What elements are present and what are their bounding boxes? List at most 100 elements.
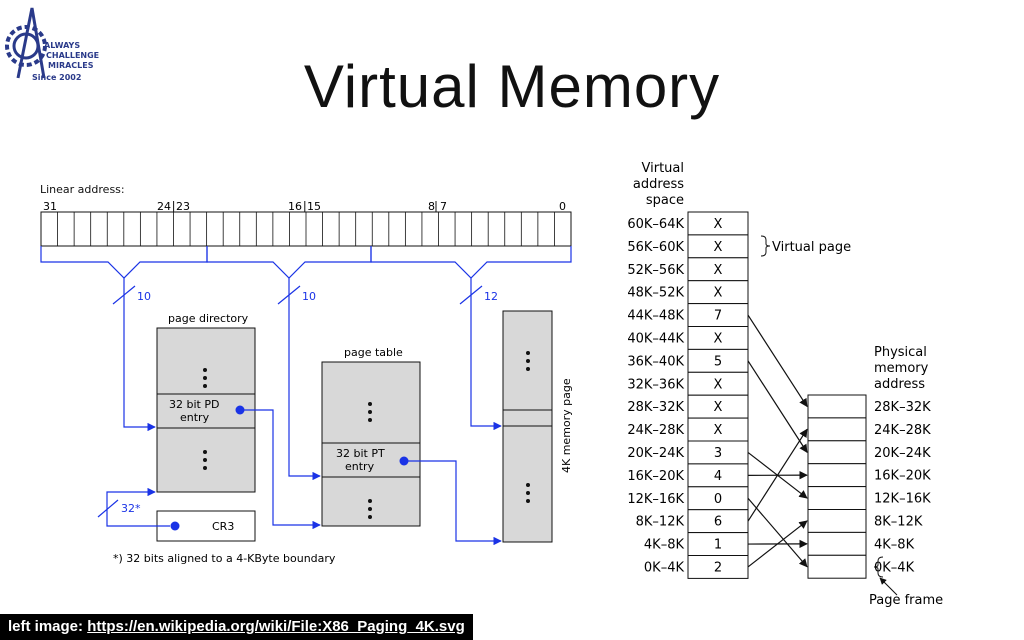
source-link[interactable]: https://en.wikipedia.org/wiki/File:X86_P… bbox=[87, 618, 465, 635]
physical-range-label: 16K–20K bbox=[874, 469, 931, 484]
ellipsis-icon bbox=[203, 368, 207, 470]
virtual-range-label: 60K–64K bbox=[627, 217, 684, 232]
pd-entry-line-1: 32 bit PD bbox=[169, 398, 219, 411]
footnote: *) 32 bits aligned to a 4-KByte boundary bbox=[113, 552, 336, 565]
source-caption: left image: https://en.wikipedia.org/wik… bbox=[0, 614, 473, 640]
bit-label-24: 24 bbox=[157, 200, 171, 213]
physical-frame-cell bbox=[807, 394, 867, 419]
virtual-page-value: 0 bbox=[714, 492, 722, 507]
virtual-page-value: X bbox=[714, 332, 723, 347]
cr3-pointer-dot bbox=[170, 521, 180, 531]
bit-label-0: 0 bbox=[559, 200, 566, 213]
virtual-range-label: 36K–40K bbox=[627, 354, 684, 369]
virtual-page-value: X bbox=[714, 400, 723, 415]
physical-frame-table: 28K–32K24K–28K20K–24K16K–20K12K–16K8K–12… bbox=[807, 394, 931, 579]
virtual-range-label: 0K–4K bbox=[644, 561, 685, 576]
physical-range-label: 8K–12K bbox=[874, 515, 923, 530]
virtual-page-value: 3 bbox=[714, 446, 722, 461]
logo-line-4: Since 2002 bbox=[32, 73, 81, 82]
source-caption-prefix: left image: bbox=[8, 618, 88, 635]
pd-entry-line-2: entry bbox=[180, 411, 210, 424]
ellipsis-icon bbox=[368, 402, 372, 519]
physical-range-label: 0K–4K bbox=[874, 560, 915, 575]
x86-paging-diagram: Linear address: 31 24 23 16 15 8 7 0 10 … bbox=[40, 183, 573, 565]
physical-frame-cell bbox=[807, 531, 867, 556]
table-index-arrow bbox=[288, 278, 321, 481]
logo-line-2: CHALLENGE bbox=[46, 51, 99, 60]
physical-frame-cell bbox=[807, 417, 867, 442]
virtual-range-label: 4K–8K bbox=[644, 538, 685, 553]
page-frame-pointer bbox=[879, 577, 898, 596]
mapping-arrow bbox=[747, 360, 808, 453]
virtual-header-line-1: Virtual bbox=[642, 161, 684, 176]
mapping-arrow bbox=[747, 314, 808, 408]
pt-to-page-arrow bbox=[404, 460, 502, 546]
logo-mark bbox=[16, 7, 46, 79]
physical-range-label: 4K–8K bbox=[874, 537, 915, 552]
ellipsis-icon bbox=[526, 351, 530, 503]
bit-label-15: 15 bbox=[307, 200, 321, 213]
mapping-arrow bbox=[747, 497, 808, 568]
pd-to-pt-arrow bbox=[240, 409, 321, 530]
virtual-page-label: Virtual page bbox=[772, 240, 851, 255]
bit-label-16: 16 bbox=[288, 200, 302, 213]
offset-width-label: 12 bbox=[484, 290, 498, 303]
directory-width-label: 10 bbox=[137, 290, 151, 303]
bit-label-8: 8 bbox=[428, 200, 435, 213]
directory-index-arrow bbox=[123, 278, 156, 432]
virtual-page-value: X bbox=[714, 423, 723, 438]
pt-entry bbox=[321, 442, 421, 478]
physical-header-line-2: memory bbox=[874, 361, 929, 376]
physical-header-line-3: address bbox=[874, 377, 925, 392]
pt-entry-line-2: entry bbox=[345, 460, 375, 473]
mapping-arrow bbox=[747, 520, 808, 568]
virtual-range-label: 20K–24K bbox=[627, 446, 684, 461]
physical-frame-cell bbox=[807, 463, 867, 488]
physical-range-label: 20K–24K bbox=[874, 446, 931, 461]
pd-pointer-dot bbox=[235, 405, 245, 415]
physical-range-label: 28K–32K bbox=[874, 400, 931, 415]
physical-range-label: 12K–16K bbox=[874, 492, 931, 507]
offset-arrow bbox=[470, 278, 502, 431]
logo-line-1: ALWAYS bbox=[44, 41, 80, 50]
bit-brace-directory bbox=[40, 246, 208, 279]
table-width-label: 10 bbox=[302, 290, 316, 303]
page-directory-label: page directory bbox=[168, 312, 249, 325]
page-frame-label: Page frame bbox=[869, 593, 943, 608]
virtual-range-label: 12K–16K bbox=[627, 492, 684, 507]
virtual-page-value: X bbox=[714, 286, 723, 301]
physical-frame-cell bbox=[807, 486, 867, 511]
virtual-page-table: 60K–64K X 56K–60K X 52K–56K X 48K–52K X 44K–48K 7… bbox=[627, 211, 749, 579]
virtual-page-brace bbox=[760, 235, 771, 257]
virtual-range-label: 56K–60K bbox=[627, 240, 684, 255]
bit-label-7: 7 bbox=[440, 200, 447, 213]
virtual-page-value: X bbox=[714, 377, 723, 392]
bit-brace-offset bbox=[370, 246, 572, 279]
page-table-label: page table bbox=[344, 346, 403, 359]
mapping-arrows bbox=[747, 314, 808, 568]
virtual-page-value: 2 bbox=[714, 561, 722, 576]
bit-brace-table bbox=[206, 246, 372, 279]
virtual-range-label: 44K–48K bbox=[627, 309, 684, 324]
virtual-page-value: 5 bbox=[714, 354, 722, 369]
pd-entry bbox=[156, 393, 256, 429]
linear-address-label: Linear address: bbox=[40, 183, 125, 196]
virtual-page-value: 7 bbox=[714, 309, 722, 324]
virtual-range-label: 24K–28K bbox=[627, 423, 684, 438]
virtual-page-value: X bbox=[714, 217, 723, 232]
virtual-page-value: 1 bbox=[714, 538, 722, 553]
physical-frame-cell bbox=[807, 509, 867, 533]
virtual-range-label: 32K–36K bbox=[627, 377, 684, 392]
cr3-label: CR3 bbox=[212, 520, 234, 533]
virtual-range-label: 8K–12K bbox=[636, 515, 685, 530]
virtual-range-label: 52K–56K bbox=[627, 263, 684, 278]
cr3-width-label: 32* bbox=[121, 502, 141, 515]
physical-frame-cell bbox=[807, 440, 867, 465]
virtual-header-line-2: address bbox=[633, 177, 684, 192]
physical-frame-cell bbox=[807, 554, 867, 579]
virtual-page-value: X bbox=[714, 263, 723, 278]
virtual-range-label: 48K–52K bbox=[627, 286, 684, 301]
cr3-arrow bbox=[106, 487, 170, 527]
physical-header-line-1: Physical bbox=[874, 345, 927, 360]
